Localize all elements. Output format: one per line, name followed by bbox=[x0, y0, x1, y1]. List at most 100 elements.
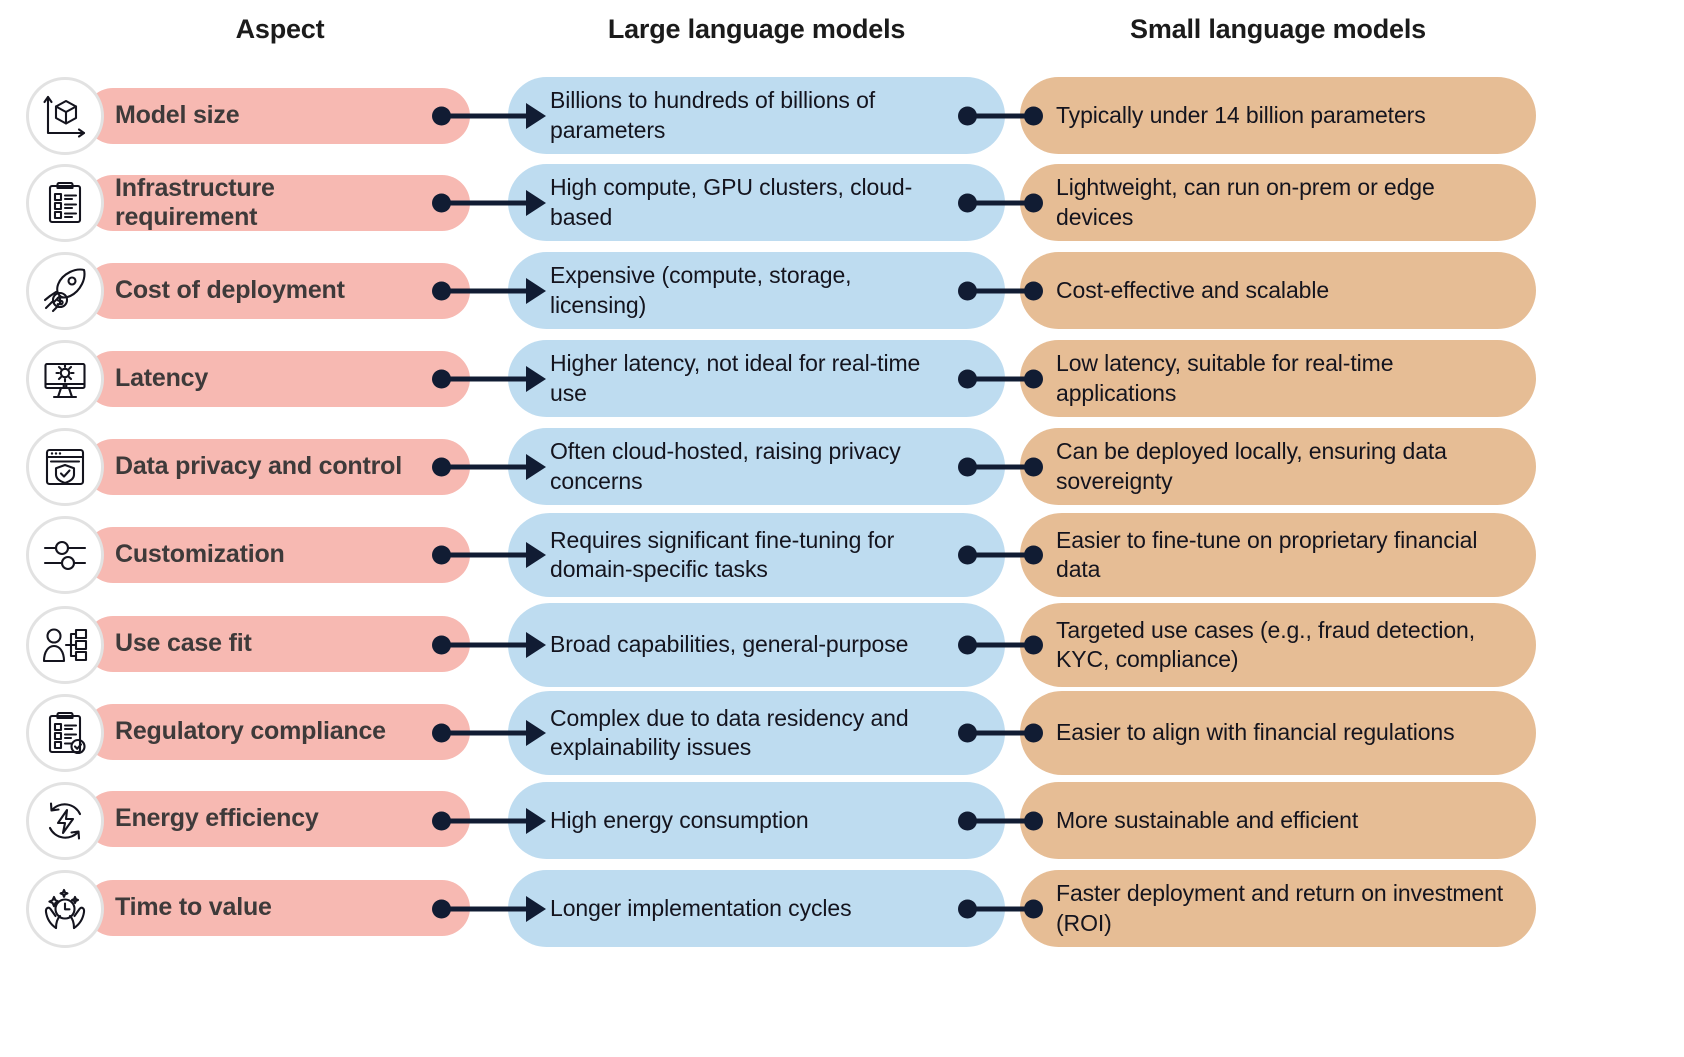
llm-pill[interactable]: Expensive (compute, storage, licensing) bbox=[508, 252, 1005, 329]
connector-line bbox=[444, 642, 528, 648]
connector-dot-left bbox=[958, 193, 977, 212]
aspect-label: Time to value bbox=[115, 893, 272, 922]
connector-dot-left bbox=[958, 545, 977, 565]
aspect-to-llm-connector bbox=[432, 277, 548, 304]
slm-cell-text: Faster deployment and return on investme… bbox=[1056, 880, 1504, 936]
aspect-pill[interactable]: Cost of deployment bbox=[85, 263, 470, 319]
aspect-to-llm-connector bbox=[432, 720, 548, 746]
energy-recycle-icon bbox=[26, 781, 104, 860]
connector-dot bbox=[432, 281, 451, 300]
llm-cell-text: Expensive (compute, storage, licensing) bbox=[550, 262, 852, 318]
aspect-pill[interactable]: Regulatory compliance bbox=[85, 704, 470, 760]
connector-arrowhead bbox=[526, 895, 546, 922]
llm-to-slm-connector bbox=[958, 190, 1048, 216]
llm-cell-text: Billions to hundreds of billions of para… bbox=[550, 87, 876, 143]
llm-cell-text: Requires significant fine-tuning for dom… bbox=[550, 526, 895, 582]
slm-pill[interactable]: Easier to fine-tune on proprietary finan… bbox=[1020, 513, 1536, 597]
column-header-small-language-models: Small language models bbox=[1130, 14, 1426, 44]
llm-pill[interactable]: Requires significant fine-tuning for dom… bbox=[508, 513, 1005, 597]
connector-dot bbox=[432, 545, 451, 565]
connector-dot-right bbox=[1024, 811, 1043, 830]
llm-cell-text: Higher latency, not ideal for real-time … bbox=[550, 350, 921, 406]
aspect-to-llm-connector bbox=[432, 632, 548, 658]
slm-pill[interactable]: Typically under 14 billion parameters bbox=[1020, 77, 1536, 154]
connector-dot-right bbox=[1024, 281, 1043, 300]
connector-dot bbox=[432, 635, 451, 655]
slm-pill[interactable]: Cost-effective and scalable bbox=[1020, 252, 1536, 329]
slm-cell-text: Lightweight, can run on-prem or edge dev… bbox=[1056, 174, 1435, 230]
connector-line bbox=[444, 818, 528, 823]
llm-to-slm-connector bbox=[958, 366, 1048, 392]
llm-pill[interactable]: High compute, GPU clusters, cloud-based bbox=[508, 164, 1005, 241]
connector-line bbox=[444, 730, 528, 736]
aspect-pill[interactable]: Use case fit bbox=[85, 616, 470, 672]
aspect-to-llm-connector bbox=[432, 542, 548, 568]
connector-line bbox=[444, 113, 528, 118]
slm-cell-text: More sustainable and efficient bbox=[1056, 806, 1359, 833]
connector-dot bbox=[432, 457, 451, 476]
connector-dot-left bbox=[958, 457, 977, 476]
aspect-label: Latency bbox=[115, 364, 209, 393]
llm-to-slm-connector bbox=[958, 808, 1048, 834]
slm-pill[interactable]: Low latency, suitable for real-time appl… bbox=[1020, 340, 1536, 417]
connector-dot-right bbox=[1024, 899, 1043, 918]
slm-cell-text: Easier to fine-tune on proprietary finan… bbox=[1056, 526, 1478, 582]
aspect-pill[interactable]: Latency bbox=[85, 351, 470, 407]
connector-line bbox=[970, 288, 1032, 293]
slm-pill[interactable]: More sustainable and efficient bbox=[1020, 782, 1536, 859]
connector-dot-right bbox=[1024, 545, 1043, 565]
aspect-pill[interactable]: Data privacy and control bbox=[85, 439, 470, 495]
connector-dot bbox=[432, 899, 451, 918]
llm-to-slm-connector bbox=[958, 542, 1048, 568]
connector-line bbox=[444, 552, 528, 558]
slm-cell-text: Low latency, suitable for real-time appl… bbox=[1056, 350, 1394, 406]
connector-line bbox=[970, 113, 1032, 118]
aspect-pill[interactable]: Model size bbox=[85, 88, 470, 144]
llm-pill[interactable]: Higher latency, not ideal for real-time … bbox=[508, 340, 1005, 417]
connector-dot bbox=[432, 723, 451, 743]
connector-dot-left bbox=[958, 811, 977, 830]
llm-pill[interactable]: Longer implementation cycles bbox=[508, 870, 1005, 947]
llm-cell-text: High compute, GPU clusters, cloud-based bbox=[550, 174, 913, 230]
llm-pill[interactable]: Billions to hundreds of billions of para… bbox=[508, 77, 1005, 154]
slm-pill[interactable]: Targeted use cases (e.g., fraud detectio… bbox=[1020, 603, 1536, 687]
llm-pill[interactable]: Complex due to data residency and explai… bbox=[508, 691, 1005, 775]
llm-to-slm-connector bbox=[958, 103, 1048, 129]
connector-line bbox=[970, 906, 1032, 911]
slm-pill[interactable]: Lightweight, can run on-prem or edge dev… bbox=[1020, 164, 1536, 241]
slm-pill[interactable]: Can be deployed locally, ensuring data s… bbox=[1020, 428, 1536, 505]
connector-arrowhead bbox=[526, 720, 546, 746]
slm-pill[interactable]: Faster deployment and return on investme… bbox=[1020, 870, 1536, 947]
aspect-pill[interactable]: Energy efficiency bbox=[85, 791, 470, 847]
connector-line bbox=[444, 200, 528, 205]
aspect-label: Model size bbox=[115, 101, 240, 130]
aspect-pill[interactable]: Customization bbox=[85, 527, 470, 583]
connector-dot-right bbox=[1024, 457, 1043, 476]
hands-clock-icon bbox=[26, 869, 104, 948]
llm-to-slm-connector bbox=[958, 896, 1048, 922]
connector-dot-left bbox=[958, 369, 977, 388]
llm-pill[interactable]: Broad capabilities, general-purpose bbox=[508, 603, 1005, 687]
aspect-to-llm-connector bbox=[432, 365, 548, 392]
llm-cell-text: Often cloud-hosted, raising privacy conc… bbox=[550, 438, 901, 494]
connector-arrowhead bbox=[526, 542, 546, 568]
connector-arrowhead bbox=[526, 807, 546, 834]
connector-dot-left bbox=[958, 106, 977, 125]
connector-dot-right bbox=[1024, 369, 1043, 388]
aspect-pill[interactable]: Infrastructure requirement bbox=[85, 173, 470, 232]
connector-line bbox=[970, 200, 1032, 205]
connector-line bbox=[970, 642, 1032, 648]
connector-line bbox=[444, 464, 528, 469]
slm-cell-text: Cost-effective and scalable bbox=[1056, 276, 1330, 303]
connector-line bbox=[970, 730, 1032, 736]
aspect-label: Infrastructure requirement bbox=[115, 173, 275, 232]
llm-pill[interactable]: Often cloud-hosted, raising privacy conc… bbox=[508, 428, 1005, 505]
llm-pill[interactable]: High energy consumption bbox=[508, 782, 1005, 859]
connector-line bbox=[970, 552, 1032, 558]
llm-cell-text: Broad capabilities, general-purpose bbox=[550, 631, 909, 658]
connector-dot bbox=[432, 811, 451, 830]
slm-pill[interactable]: Easier to align with financial regulatio… bbox=[1020, 691, 1536, 775]
connector-line bbox=[970, 464, 1032, 469]
aspect-pill[interactable]: Time to value bbox=[85, 880, 470, 936]
slm-cell-text: Easier to align with financial regulatio… bbox=[1056, 719, 1455, 746]
